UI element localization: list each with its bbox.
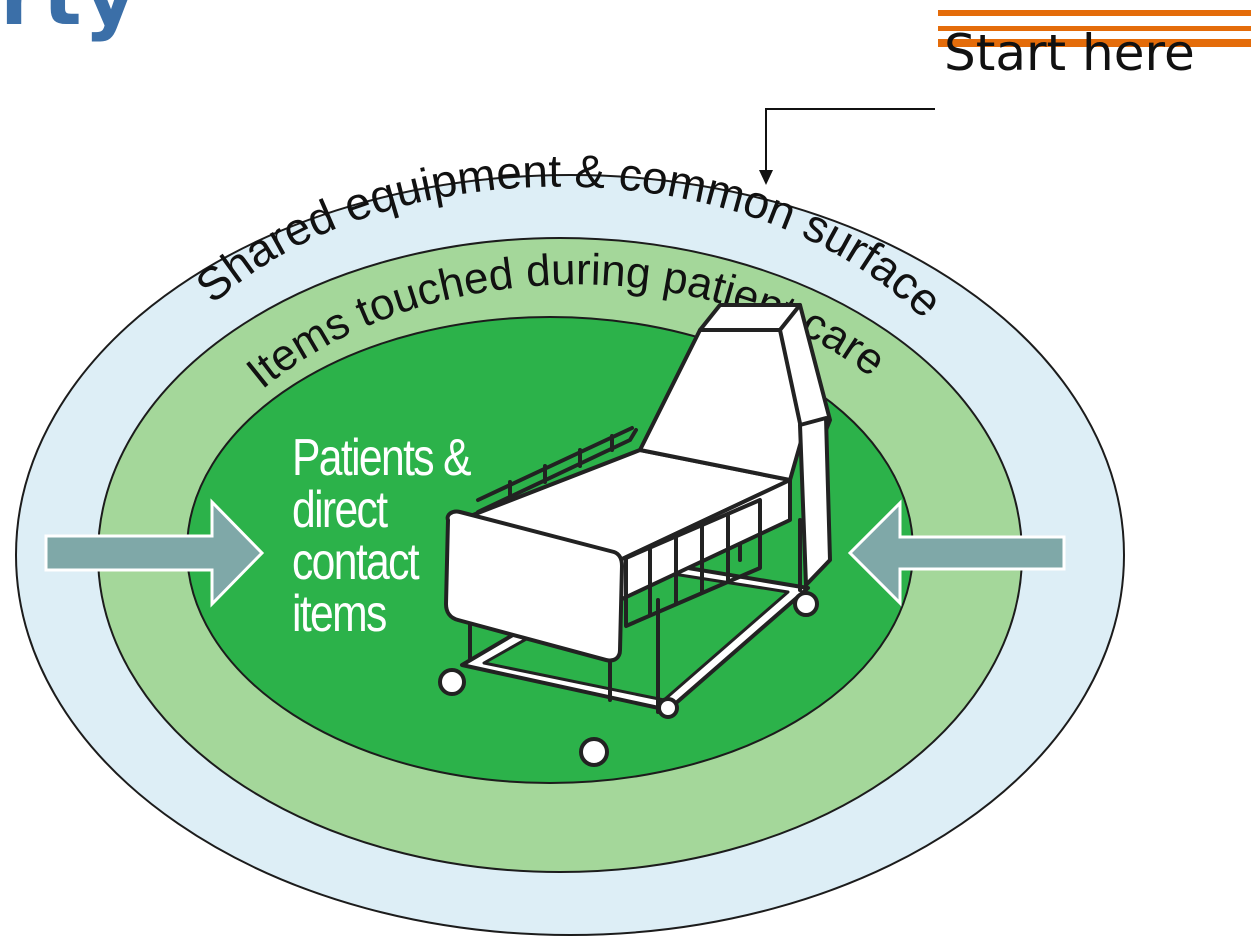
accent-rule-bottom [938, 39, 1251, 47]
start-here-connector [759, 108, 935, 185]
accent-rule-middle [938, 26, 1251, 31]
arrow-left-icon [847, 499, 1066, 607]
hospital-bed-icon [438, 303, 832, 767]
inner-label-line-3: contact [292, 533, 420, 591]
inner-core-label: Patients & direct contact items [292, 429, 472, 643]
accent-rule-top [938, 10, 1251, 16]
arrow-right-icon [44, 498, 265, 608]
inner-label-line-2: direct [292, 481, 388, 539]
start-here-label: Start here [944, 24, 1195, 82]
inner-label-line-4: items [292, 585, 387, 643]
slide-title: rty [0, 0, 139, 38]
inner-label-line-1: Patients & [292, 429, 472, 487]
